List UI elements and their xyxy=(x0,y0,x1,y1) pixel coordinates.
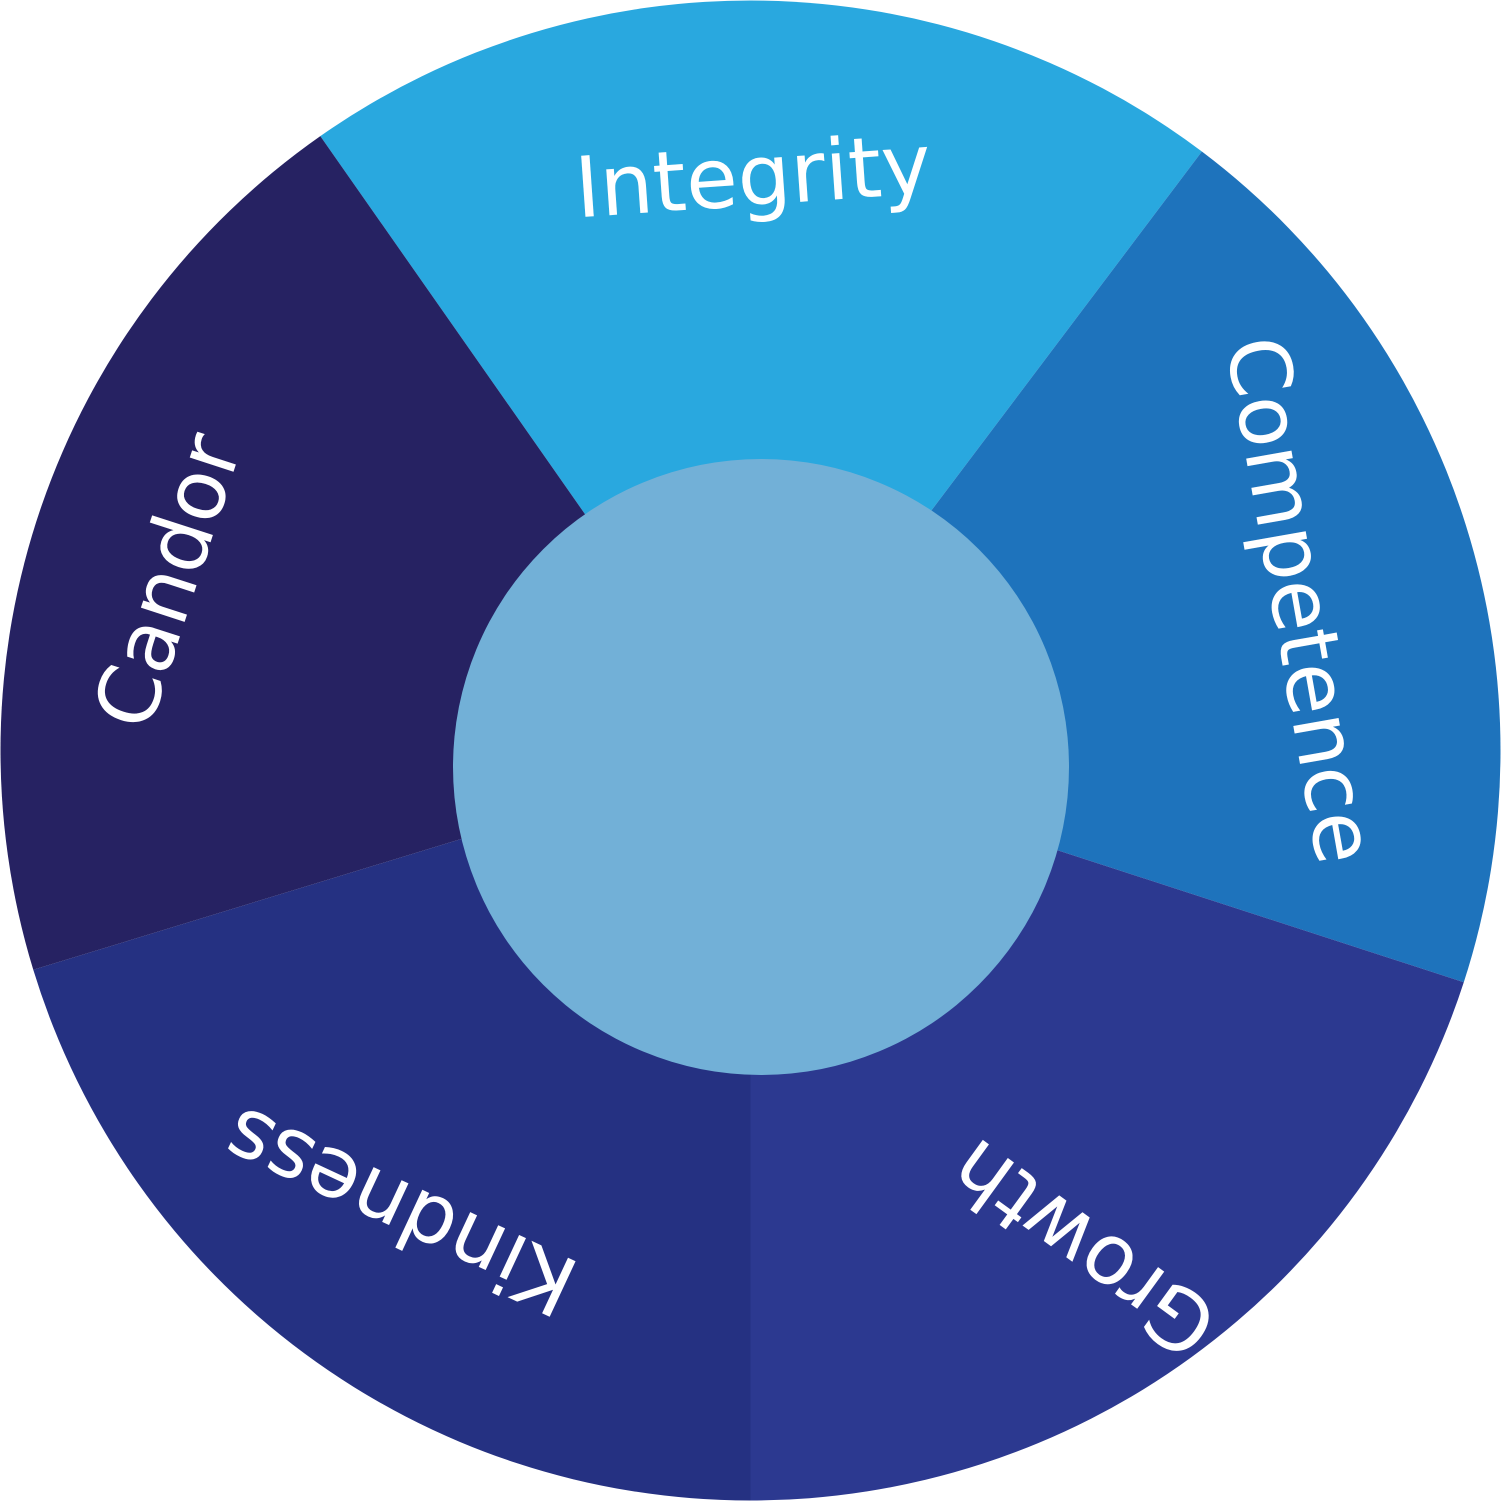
center-circle xyxy=(453,459,1069,1075)
segment-integrity xyxy=(320,0,1202,751)
